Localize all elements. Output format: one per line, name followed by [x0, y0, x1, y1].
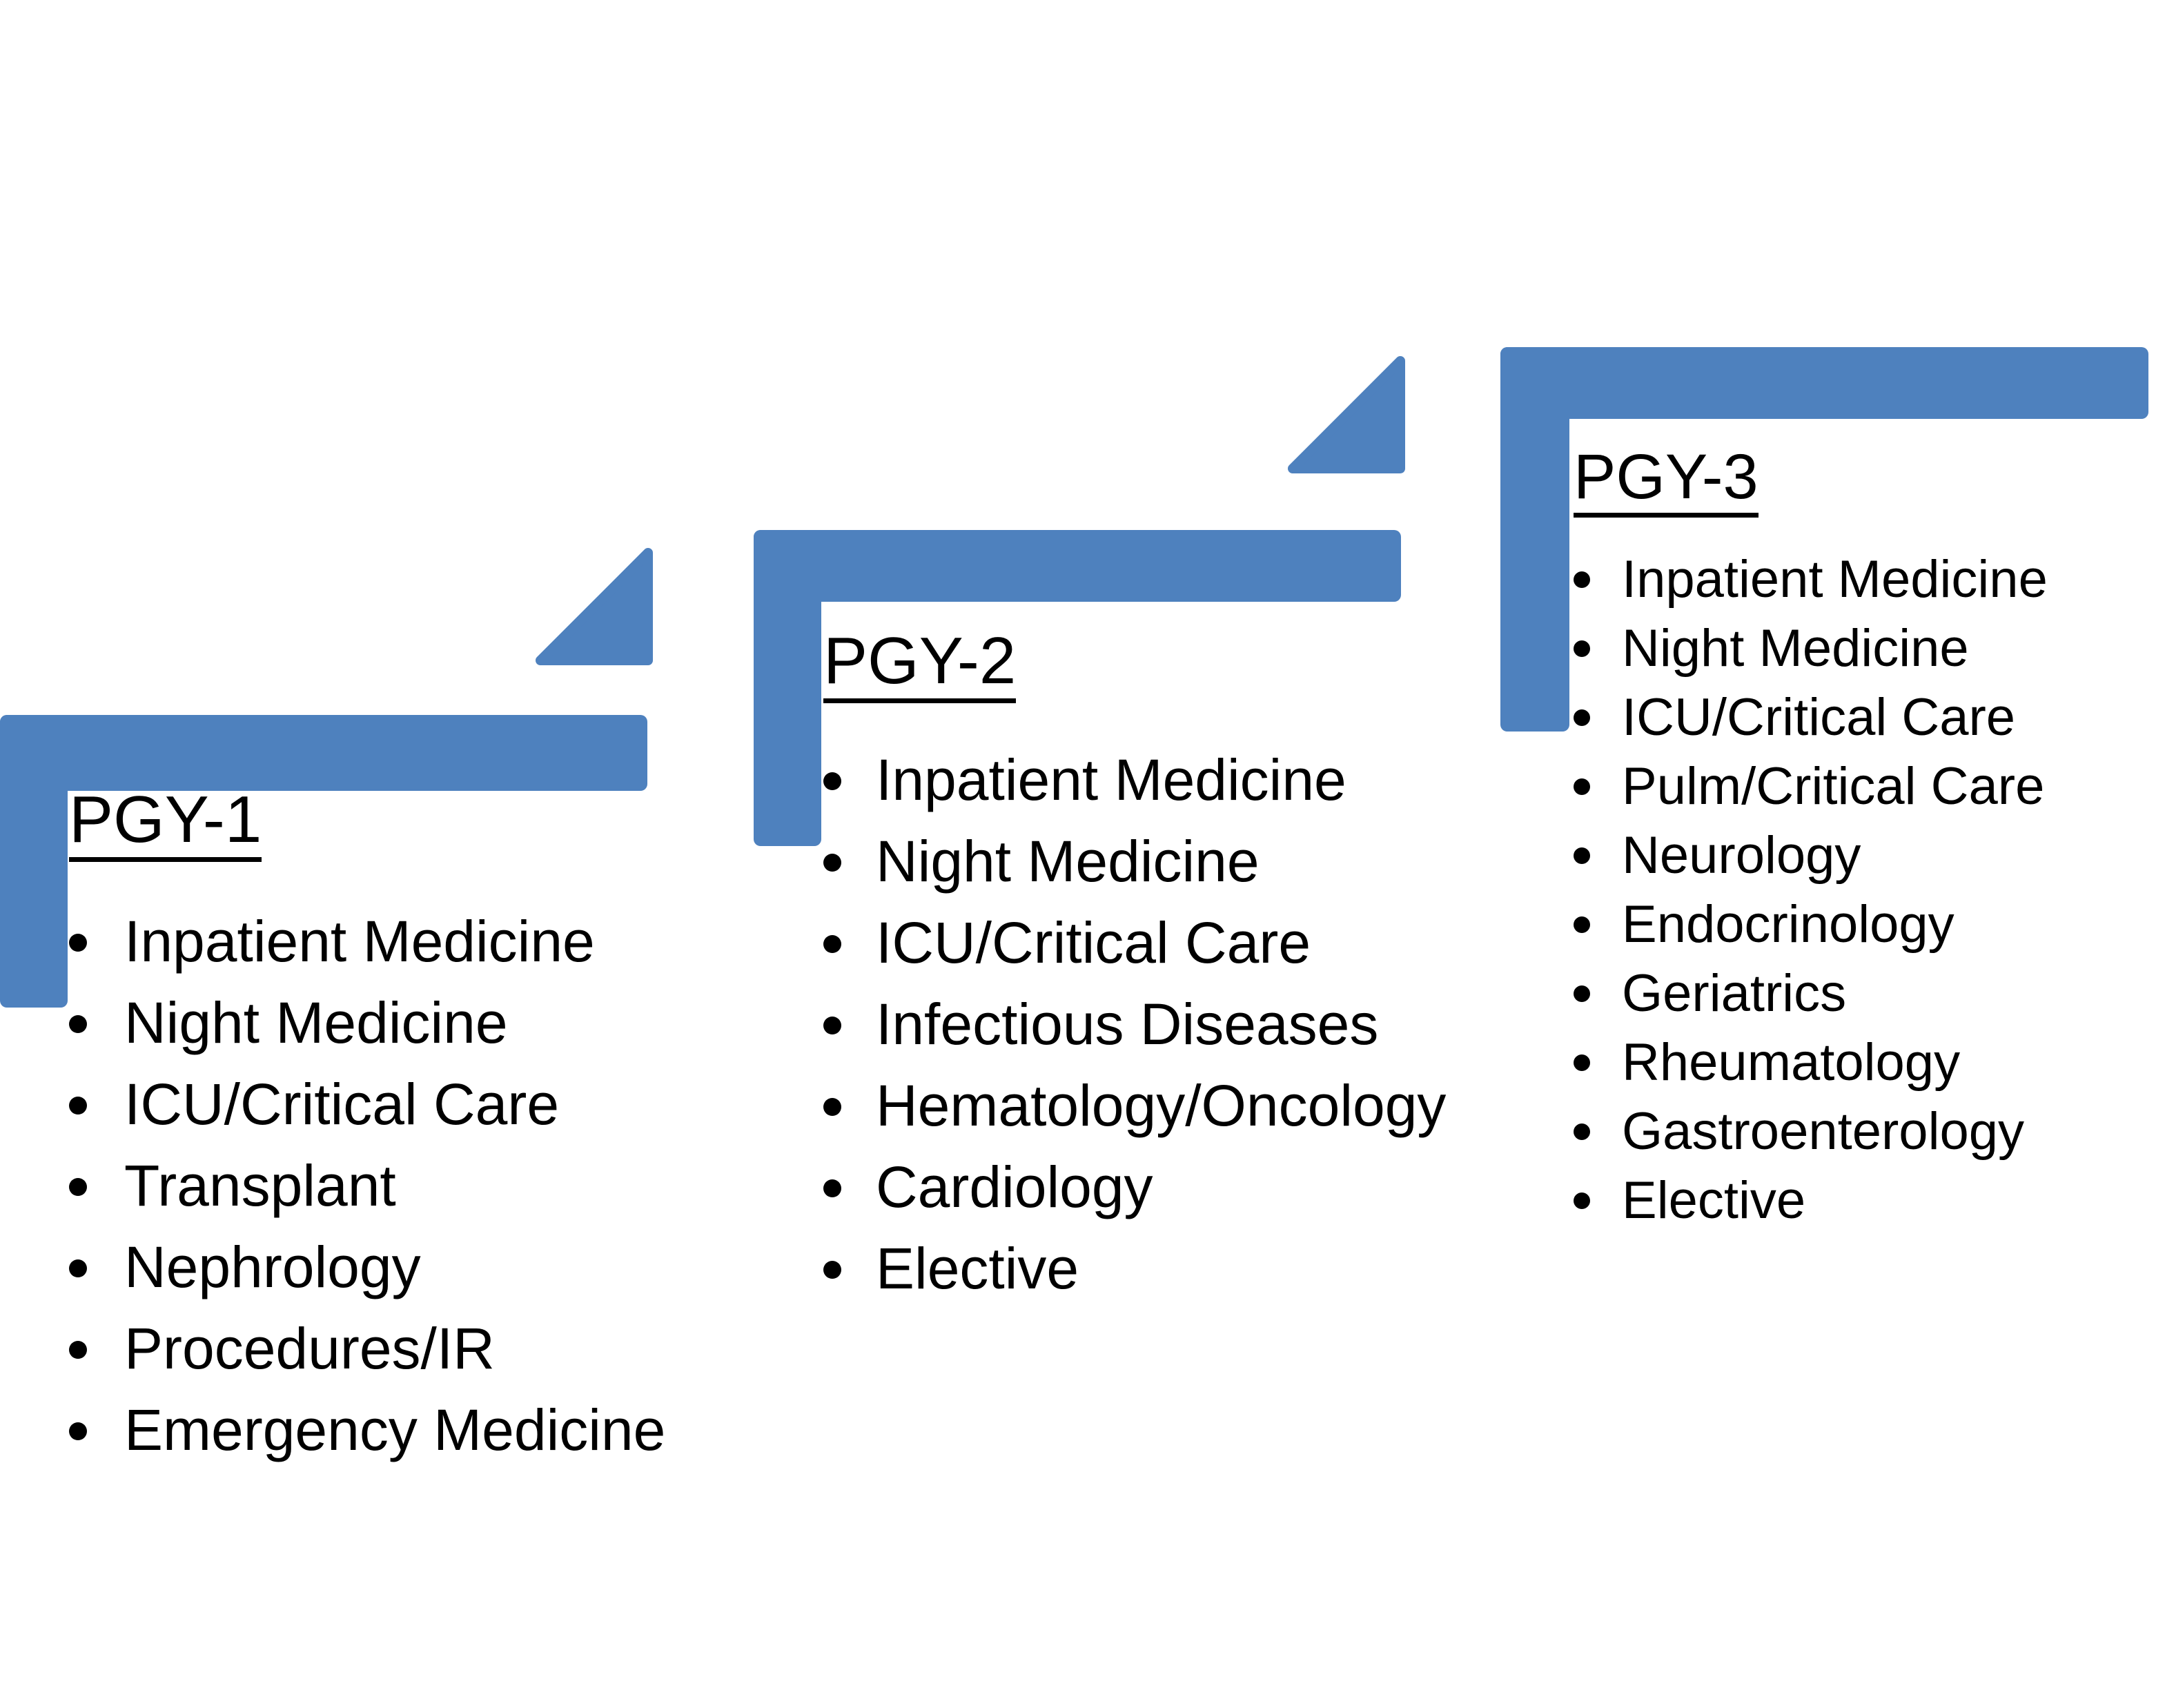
list-item: Emergency Medicine: [69, 1389, 665, 1471]
pgy3-item-label: Inpatient Medicine: [1622, 550, 2048, 609]
bullet-icon: [69, 1259, 87, 1277]
progression-wedge-pgy2-pgy3: [1287, 355, 1406, 474]
pgy2-item-label: Infectious Diseases: [876, 992, 1379, 1057]
bullet-icon: [1574, 571, 1590, 588]
bullet-icon: [1574, 847, 1590, 864]
list-item: Elective: [1574, 1166, 2048, 1235]
bullet-icon: [823, 1098, 841, 1116]
bullet-icon: [823, 935, 841, 953]
bullet-icon: [823, 772, 841, 790]
pgy3-rotation-list: Inpatient Medicine Night Medicine ICU/Cr…: [1574, 545, 2048, 1235]
bullet-icon: [69, 1097, 87, 1115]
pgy1-rotation-list: Inpatient Medicine Night Medicine ICU/Cr…: [69, 901, 665, 1471]
bullet-icon: [1574, 1123, 1590, 1140]
pgy3-item-label: Pulm/Critical Care: [1622, 757, 2045, 816]
list-item: Cardiology: [823, 1146, 1446, 1228]
pgy3-bracket-left-bar: [1500, 347, 1569, 732]
bullet-icon: [69, 934, 87, 952]
pgy2-item-label: Hematology/Oncology: [876, 1073, 1447, 1138]
list-item: Inpatient Medicine: [1574, 545, 2048, 614]
list-item: Neurology: [1574, 821, 2048, 890]
list-item: Endocrinology: [1574, 890, 2048, 959]
pgy2-heading: PGY-2: [823, 628, 1017, 703]
list-item: Gastroenterology: [1574, 1097, 2048, 1166]
bullet-icon: [1574, 1054, 1590, 1071]
list-item: Transplant: [69, 1145, 665, 1226]
pgy3-bracket-top-bar: [1500, 347, 2148, 419]
pgy1-item-label: Nephrology: [124, 1235, 421, 1299]
pgy1-bracket-left-bar: [0, 715, 68, 1008]
list-item: Geriatrics: [1574, 959, 2048, 1028]
list-item: Night Medicine: [69, 982, 665, 1063]
pgy3-item-label: Night Medicine: [1622, 619, 1969, 678]
list-item: Inpatient Medicine: [823, 739, 1446, 821]
bullet-icon: [823, 1179, 841, 1197]
pgy1-stage-group: PGY-1 Inpatient Medicine Night Medicine …: [69, 787, 665, 1471]
bullet-icon: [69, 1178, 87, 1196]
pgy2-item-label: ICU/Critical Care: [876, 910, 1311, 975]
list-item: Pulm/Critical Care: [1574, 752, 2048, 821]
bullet-icon: [823, 1017, 841, 1034]
pgy3-item-label: ICU/Critical Care: [1622, 688, 2016, 747]
pgy3-item-label: Endocrinology: [1622, 895, 1955, 954]
bullet-icon: [69, 1015, 87, 1033]
list-item: Nephrology: [69, 1226, 665, 1308]
bullet-icon: [1574, 916, 1590, 933]
pgy3-stage-group: PGY-3 Inpatient Medicine Night Medicine …: [1574, 445, 2048, 1235]
pgy2-item-label: Night Medicine: [876, 829, 1260, 894]
pgy3-item-label: Rheumatology: [1622, 1033, 1961, 1092]
pgy1-item-label: ICU/Critical Care: [124, 1072, 560, 1137]
bullet-icon: [823, 854, 841, 872]
pgy2-bracket-left-bar: [754, 530, 821, 846]
list-item: Inpatient Medicine: [69, 901, 665, 982]
bullet-icon: [1574, 778, 1590, 795]
pgy2-bracket-top-bar: [754, 530, 1401, 602]
pgy3-item-label: Elective: [1622, 1171, 1806, 1230]
bullet-icon: [1574, 640, 1590, 657]
pgy2-item-label: Inpatient Medicine: [876, 747, 1346, 812]
pgy1-item-label: Transplant: [124, 1153, 396, 1218]
pgy2-item-label: Cardiology: [876, 1155, 1153, 1219]
list-item: Night Medicine: [1574, 614, 2048, 683]
list-item: Hematology/Oncology: [823, 1065, 1446, 1146]
pgy3-item-label: Geriatrics: [1622, 964, 1847, 1023]
pgy3-item-label: Neurology: [1622, 826, 1861, 885]
pgy2-stage-group: PGY-2 Inpatient Medicine Night Medicine …: [823, 628, 1446, 1309]
bullet-icon: [823, 1261, 841, 1279]
list-item: Procedures/IR: [69, 1308, 665, 1389]
bullet-icon: [69, 1341, 87, 1359]
bullet-icon: [1574, 709, 1590, 726]
pgy3-item-label: Gastroenterology: [1622, 1102, 2024, 1161]
bullet-icon: [1574, 1192, 1590, 1209]
list-item: Elective: [823, 1228, 1446, 1309]
list-item: Night Medicine: [823, 821, 1446, 902]
list-item: ICU/Critical Care: [823, 902, 1446, 983]
pgy2-rotation-list: Inpatient Medicine Night Medicine ICU/Cr…: [823, 739, 1446, 1309]
pgy1-item-label: Emergency Medicine: [124, 1397, 666, 1462]
pgy1-bracket-top-bar: [0, 715, 647, 791]
pgy1-item-label: Night Medicine: [124, 990, 508, 1055]
pgy2-item-label: Elective: [876, 1236, 1079, 1301]
bullet-icon: [1574, 985, 1590, 1002]
pgy1-item-label: Inpatient Medicine: [124, 909, 595, 974]
list-item: ICU/Critical Care: [1574, 683, 2048, 752]
list-item: Rheumatology: [1574, 1028, 2048, 1097]
pgy3-heading: PGY-3: [1574, 445, 1759, 518]
bullet-icon: [69, 1422, 87, 1440]
list-item: ICU/Critical Care: [69, 1063, 665, 1145]
pgy1-heading: PGY-1: [69, 787, 262, 862]
progression-wedge-pgy1-pgy2: [535, 547, 654, 666]
list-item: Infectious Diseases: [823, 983, 1446, 1065]
pgy1-item-label: Procedures/IR: [124, 1316, 495, 1381]
